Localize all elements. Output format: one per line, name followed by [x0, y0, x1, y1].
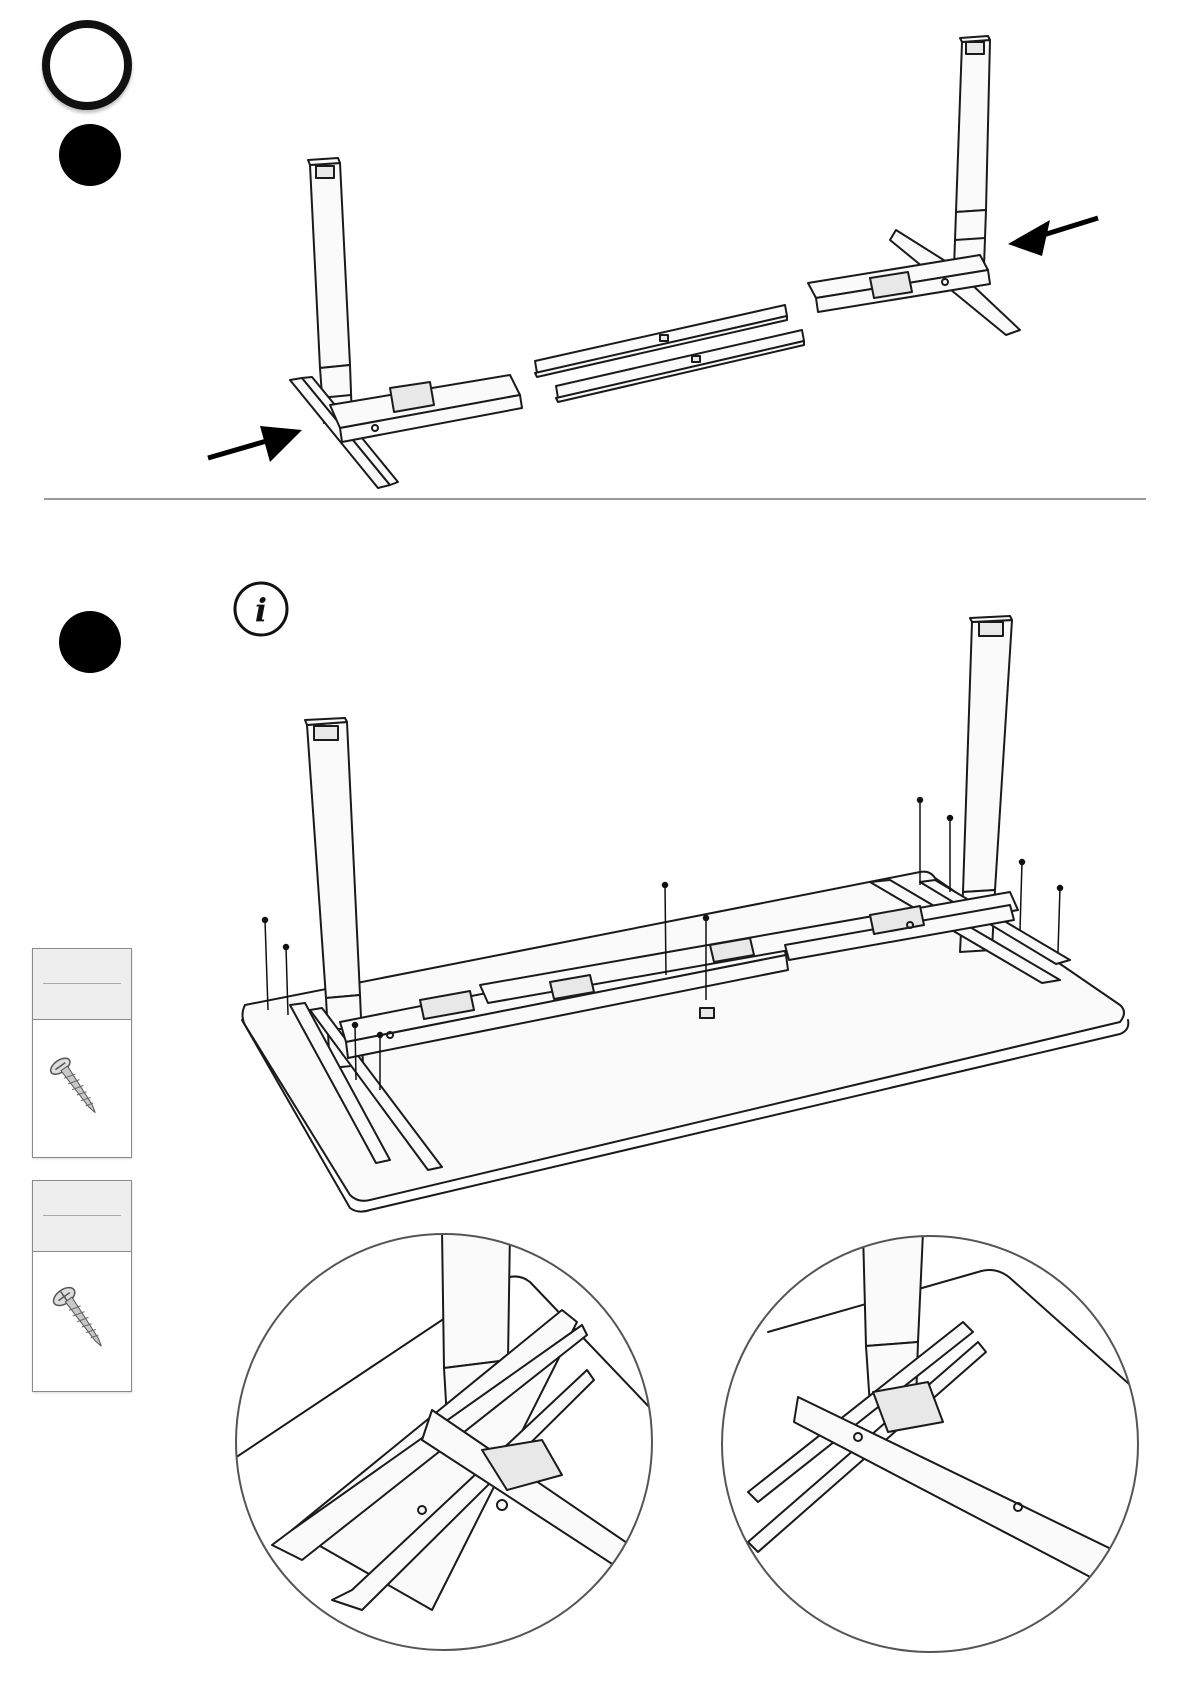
step-2-marker	[59, 611, 121, 673]
arrow-left-icon	[208, 426, 302, 462]
step-2-tabletop-illustration	[230, 610, 1150, 1220]
detail-view-left	[232, 1230, 656, 1654]
left-leg	[290, 158, 522, 488]
part-card-screw-1	[32, 948, 132, 1158]
screw-icon	[33, 1020, 131, 1158]
step-1-marker	[59, 124, 121, 186]
detail-view-right	[718, 1232, 1142, 1656]
step-separator	[44, 498, 1146, 500]
part-card-screw-2	[32, 1180, 132, 1392]
screw-icon	[33, 1252, 131, 1392]
center-crossbars	[535, 305, 804, 402]
right-leg	[808, 36, 1020, 335]
step-ring-marker	[42, 20, 132, 110]
step-1-frame-illustration	[190, 30, 1140, 500]
arrow-right-icon	[1008, 218, 1098, 256]
